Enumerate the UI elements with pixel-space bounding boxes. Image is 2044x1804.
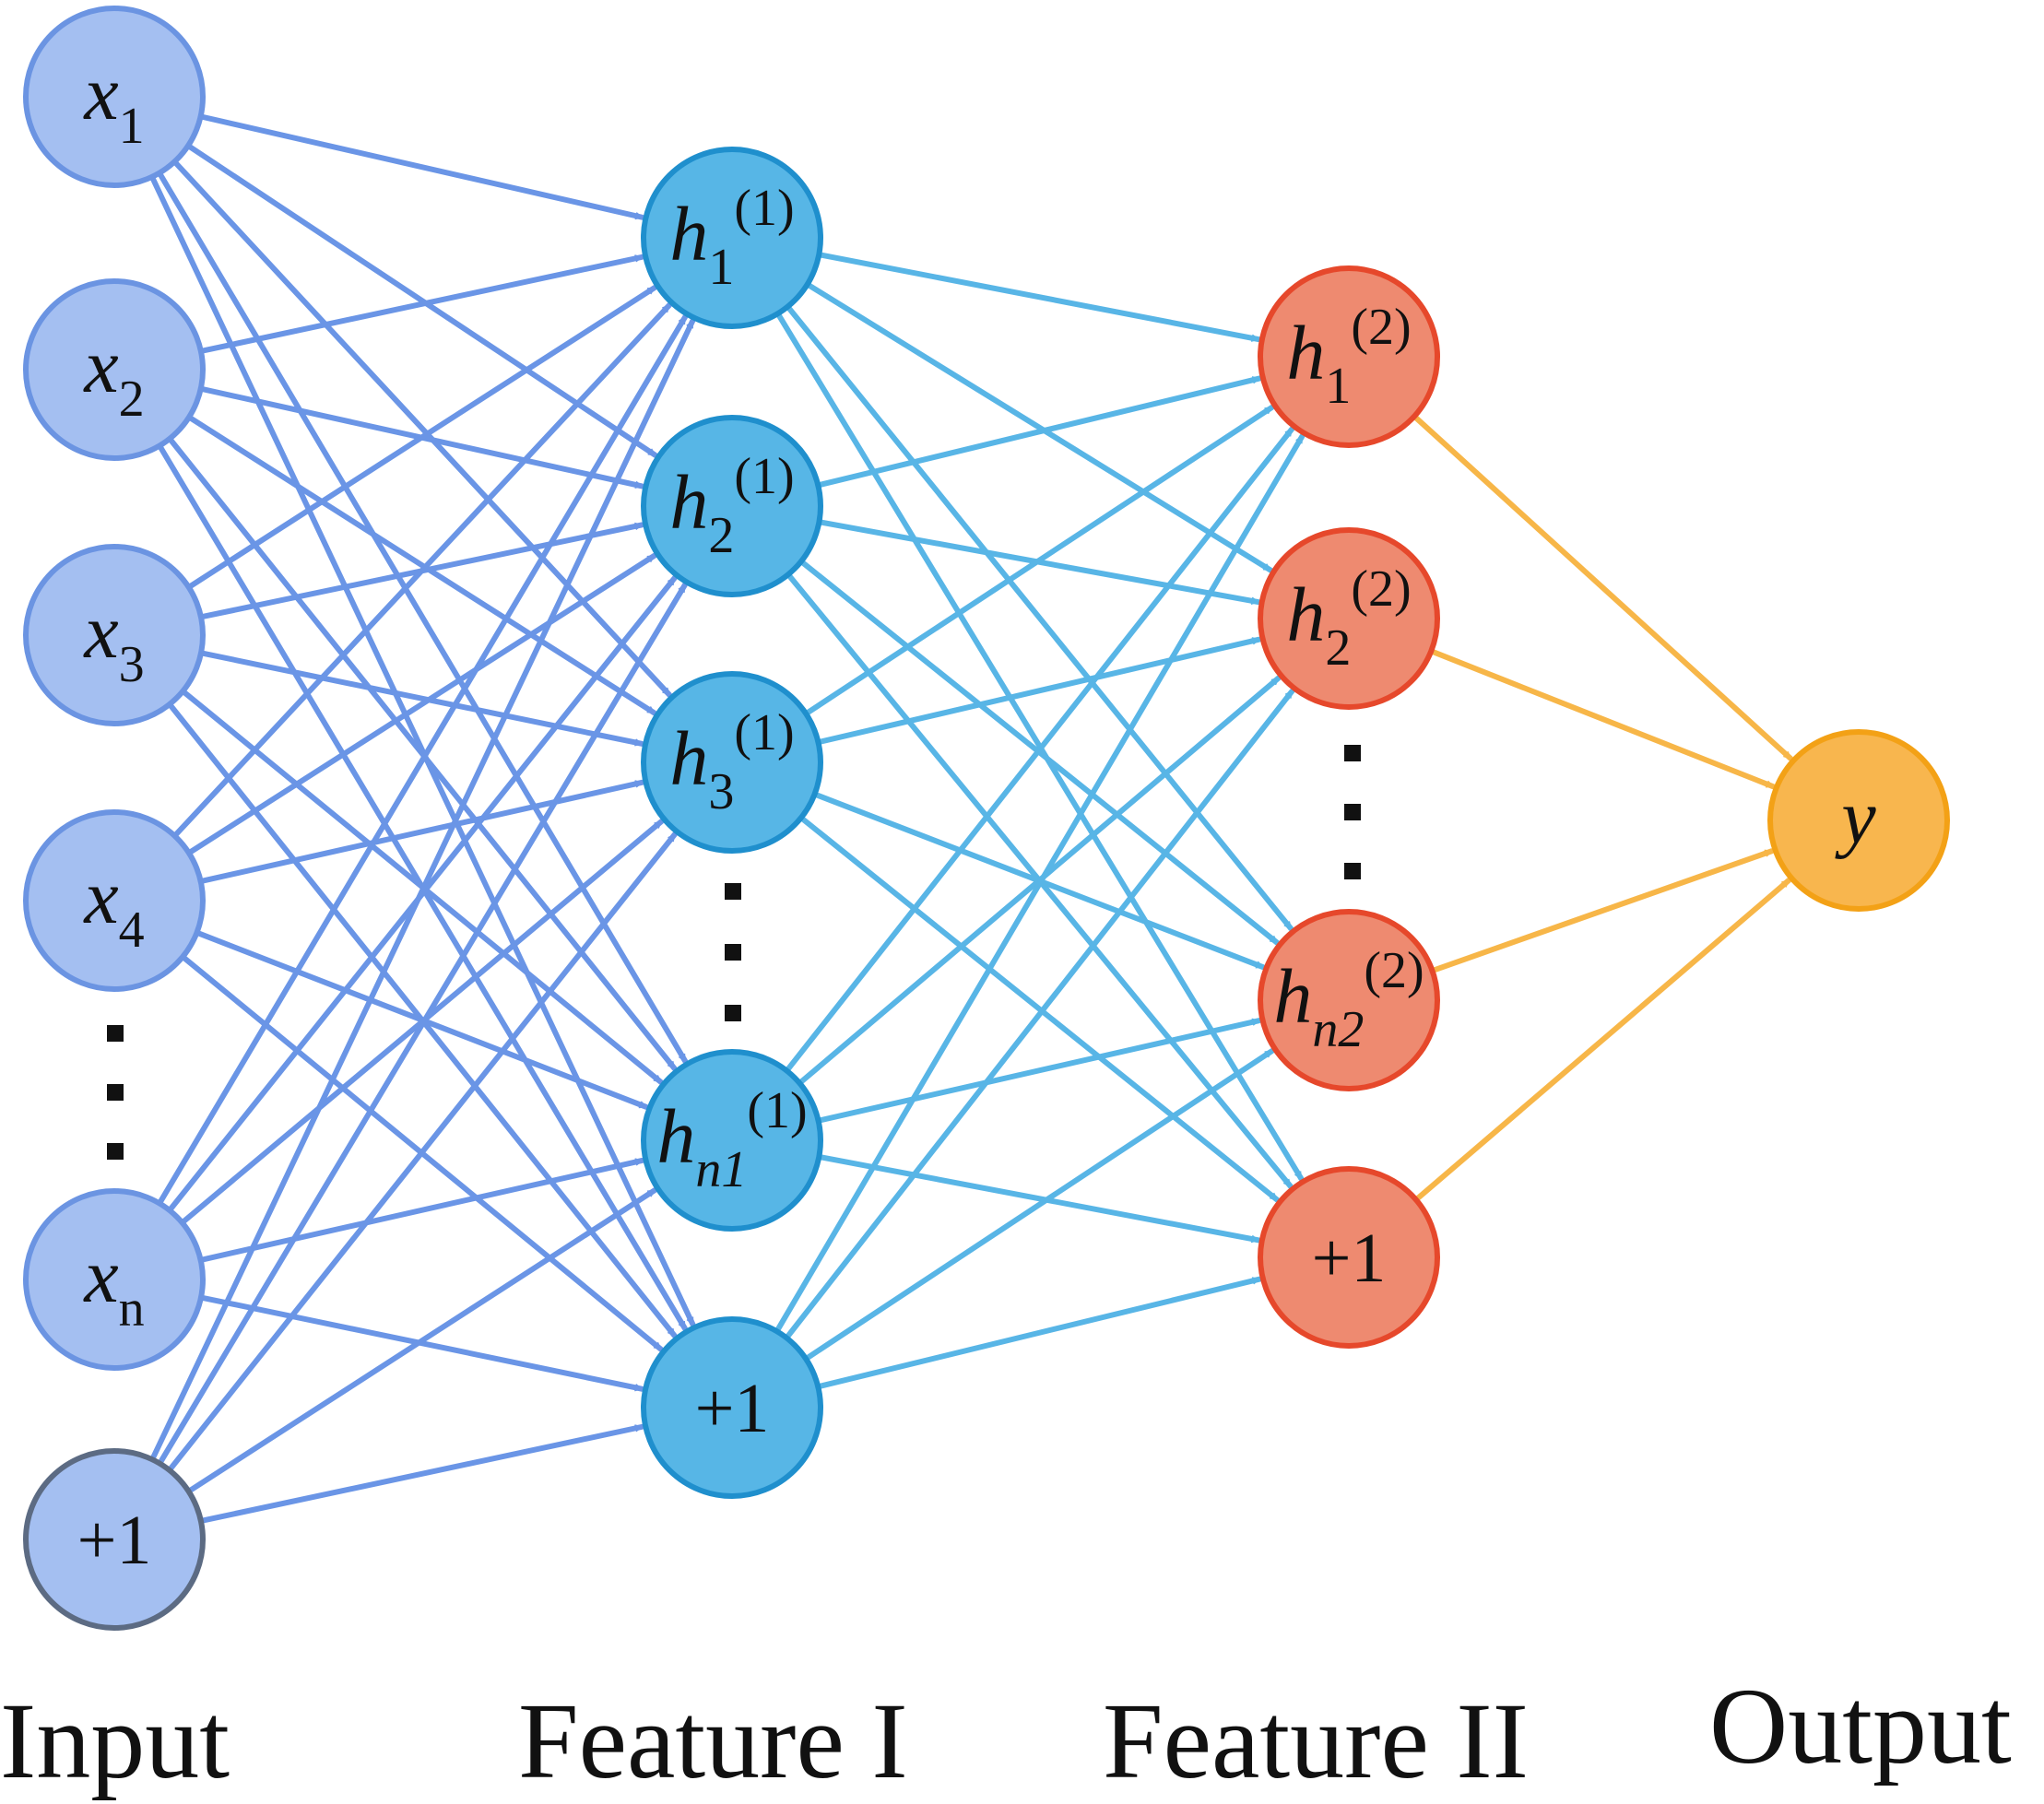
edge-input-to-feature1 [186, 414, 657, 716]
edge-feature1-to-feature2 [784, 688, 1295, 1341]
edge-feature1-to-feature2 [815, 636, 1262, 746]
edge-feature1-to-feature2 [785, 303, 1294, 932]
edge-input-to-feature1 [171, 159, 672, 698]
input-node-label: x2 [82, 324, 144, 428]
connection-edges [148, 113, 1794, 1524]
feature2-node-label: h2(2) [1286, 560, 1411, 677]
feature1-node-label: h1(1) [669, 180, 794, 296]
edge-feature1-to-feature2 [803, 1048, 1275, 1362]
input-node [23, 544, 206, 726]
input-node-label: x3 [82, 589, 144, 693]
feature1-node-label: hn1(1) [656, 1082, 807, 1198]
edge-input-to-feature1 [197, 1423, 645, 1524]
output-node-label: y [1834, 774, 1876, 860]
feature2-layer-title: Feature II [1103, 1680, 1529, 1801]
feature2-ellipsis-icon [1344, 745, 1361, 879]
edge-feature1-to-feature2 [803, 404, 1275, 717]
feature1-node [641, 147, 823, 329]
feature1-node-label: h2(1) [669, 448, 794, 564]
input-node-label: x4 [82, 855, 144, 959]
feature1-bias-node [641, 1316, 823, 1499]
feature1-node [641, 671, 823, 854]
feature2-node [1258, 265, 1440, 448]
input-node-label: xn [82, 1233, 144, 1338]
edge-feature2-to-output [1412, 878, 1792, 1203]
edge-input-to-feature1 [185, 143, 658, 458]
edge-input-to-feature1 [185, 552, 657, 856]
edge-input-to-feature1 [185, 1187, 658, 1494]
feature1-node [641, 1049, 823, 1232]
feature2-node [1258, 909, 1440, 1091]
edge-input-to-feature1 [166, 831, 678, 1473]
layer-titles: Input Feature I Feature II Output [0, 1666, 2012, 1801]
input-bias-label: +1 [77, 1502, 152, 1579]
edge-feature1-to-feature2 [816, 252, 1261, 343]
edge-input-to-feature1 [197, 113, 645, 220]
edge-feature1-to-feature2 [815, 375, 1262, 489]
edge-feature1-to-feature2 [815, 1276, 1262, 1390]
edge-feature1-to-feature2 [784, 426, 1295, 1074]
feature1-ellipsis-icon [725, 883, 741, 1021]
input-node [23, 278, 206, 461]
input-node [23, 6, 206, 188]
edge-feature1-to-feature2 [774, 433, 1306, 1335]
feature2-bias-node [1258, 1166, 1440, 1349]
edge-input-to-feature1 [185, 285, 657, 591]
edge-input-to-feature1 [156, 170, 689, 1064]
edge-feature1-to-feature2 [815, 1018, 1262, 1124]
edge-feature2-to-output [1429, 848, 1775, 974]
feature1-layer-title: Feature I [518, 1680, 908, 1801]
edge-feature1-to-feature2 [798, 815, 1281, 1203]
feature2-node-label: h1(2) [1286, 299, 1411, 415]
edge-input-to-feature1 [197, 779, 645, 885]
edge-feature2-to-output [1412, 413, 1794, 761]
edge-feature1-to-feature2 [804, 281, 1273, 573]
feature2-bias-label: +1 [1312, 1220, 1387, 1297]
edge-input-to-feature1 [157, 582, 688, 1467]
input-node [23, 809, 206, 992]
output-node [1767, 729, 1950, 912]
input-layer-title: Input [0, 1680, 230, 1801]
input-node-label: x1 [82, 51, 144, 155]
input-ellipsis-icon [107, 1025, 124, 1160]
input-node [23, 1188, 206, 1371]
feature1-node [641, 415, 823, 597]
edge-input-to-feature1 [156, 314, 688, 1207]
ellipsis-dots-group [107, 745, 1361, 1160]
edge-feature2-to-output [1428, 648, 1777, 790]
feature2-node-label: hn2(2) [1273, 942, 1424, 1058]
network-nodes: x1 x2 x3 x4 xn +1 h1(1) h2(1) h3(1) hn1(1) +1 h1(2)… [23, 6, 1950, 1631]
feature1-bias-label: +1 [695, 1370, 770, 1447]
edge-input-to-feature1 [198, 650, 645, 747]
edge-input-to-feature1 [171, 302, 672, 839]
edge-feature1-to-feature2 [816, 1153, 1261, 1244]
input-bias-node [23, 1448, 206, 1631]
feature2-node [1258, 527, 1440, 710]
feature1-node-label: h3(1) [669, 704, 794, 820]
output-layer-title: Output [1709, 1666, 2012, 1786]
edge-input-to-feature1 [197, 1157, 645, 1263]
edge-input-to-feature1 [197, 254, 645, 354]
edge-input-to-feature1 [149, 318, 696, 1463]
